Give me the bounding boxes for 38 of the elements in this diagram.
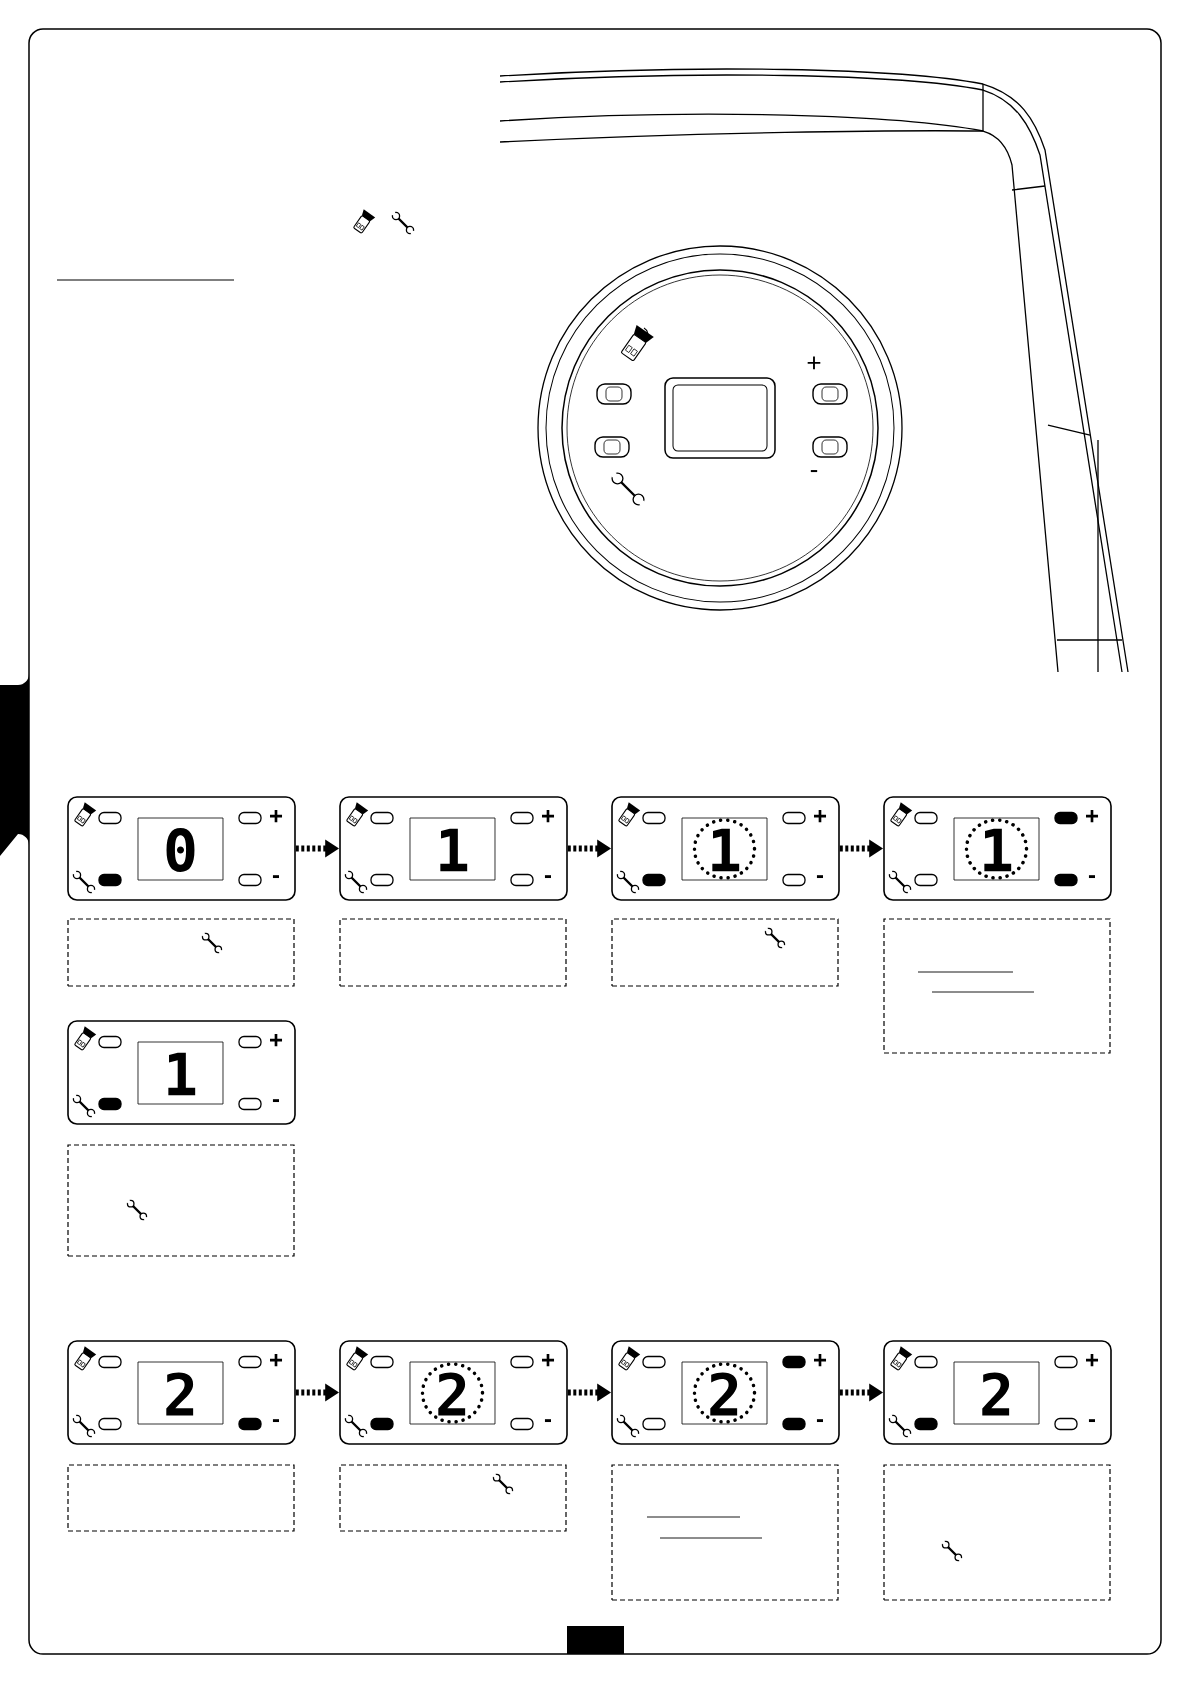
note-box — [611, 918, 839, 987]
note-box — [67, 1464, 295, 1532]
lcd-screen: 0 — [137, 817, 224, 881]
lcd-screen: 2 — [953, 1361, 1040, 1425]
note-box — [883, 1464, 1111, 1601]
lcd-screen: 2 — [409, 1361, 496, 1425]
lcd-screen: 1 — [137, 1041, 224, 1105]
minus-sign: - — [810, 470, 818, 473]
lcd-screen: 1 — [953, 817, 1040, 881]
minus-sign: - — [544, 1419, 552, 1423]
plus-sign: + — [270, 1354, 283, 1367]
minus-sign: - — [1088, 1419, 1096, 1423]
lcd-screen: 2 — [137, 1361, 224, 1425]
minus-sign: - — [1088, 875, 1096, 879]
note-box — [883, 918, 1111, 1054]
note-box — [67, 918, 295, 987]
note-box — [67, 1144, 295, 1257]
plus-sign: + — [814, 1354, 826, 1367]
note-box — [611, 1464, 839, 1601]
plus-sign: + — [1086, 810, 1099, 823]
minus-sign: - — [272, 1099, 280, 1103]
lcd-screen: 2 — [681, 1361, 768, 1425]
plus-sign: + — [542, 810, 555, 823]
minus-sign: - — [816, 875, 824, 879]
plus-sign: + — [542, 1354, 555, 1367]
minus-sign: - — [272, 875, 280, 879]
note-box — [339, 918, 567, 987]
plus-sign: + — [270, 810, 283, 823]
note-box — [339, 1464, 567, 1532]
minus-sign: - — [272, 1419, 280, 1423]
plus-sign: + — [814, 810, 826, 823]
lcd-screen: 1 — [681, 817, 768, 881]
lcd-screen: 1 — [409, 817, 496, 881]
plus-sign: + — [807, 356, 821, 370]
plus-sign: + — [270, 1034, 283, 1047]
plus-sign: + — [1086, 1354, 1099, 1367]
minus-sign: - — [544, 875, 552, 879]
minus-sign: - — [816, 1419, 824, 1423]
